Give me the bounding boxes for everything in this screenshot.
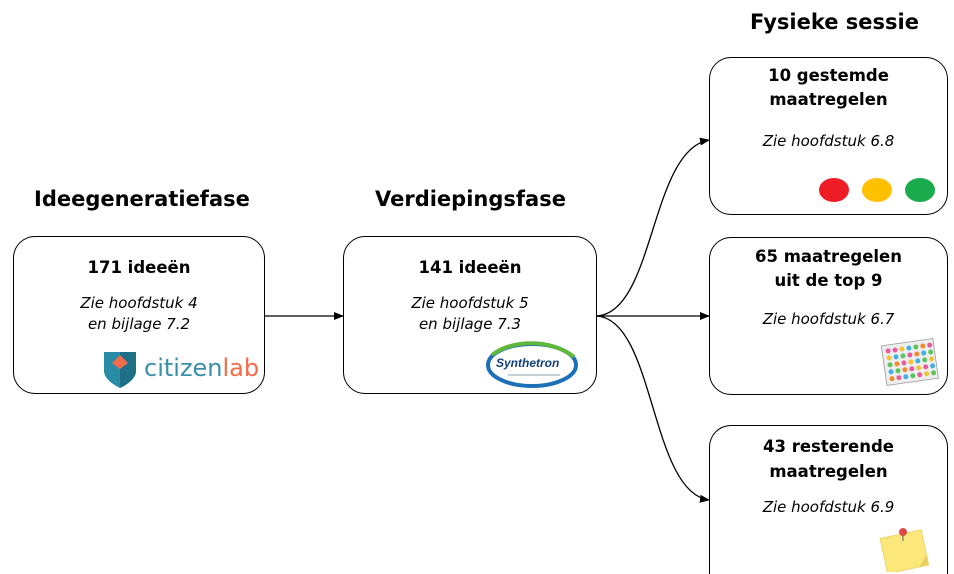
voted-measures-title-line1: 10 gestemde bbox=[768, 66, 889, 85]
traffic-light-dots-icon bbox=[819, 178, 935, 202]
remaining-measures-title-line2: maatregelen bbox=[769, 462, 888, 481]
remaining-measures-title-line1: 43 resterende bbox=[762, 437, 894, 456]
heading-ideation-phase: Ideegeneratiefase bbox=[34, 187, 250, 211]
citizenlab-shield-icon bbox=[104, 352, 136, 388]
synthetron-logo: Synthetron bbox=[482, 339, 582, 389]
green-dot-icon bbox=[905, 178, 935, 202]
deepening-reference-line1: Zie hoofdstuk 5 bbox=[411, 294, 529, 312]
citizenlab-logo: citizenlab bbox=[102, 349, 262, 391]
citizenlab-wordmark: citizenlab bbox=[144, 354, 259, 382]
remaining-measures-reference: Zie hoofdstuk 6.9 bbox=[762, 498, 895, 516]
synthetron-ring-icon bbox=[486, 341, 578, 388]
arrow-deepening-to-voted bbox=[596, 137, 710, 317]
heading-physical-session: Fysieke sessie bbox=[750, 10, 919, 34]
top9-measures-reference: Zie hoofdstuk 6.7 bbox=[762, 310, 895, 328]
arrow-deepening-to-remaining bbox=[596, 315, 710, 503]
ideation-reference-line1: Zie hoofdstuk 4 bbox=[80, 294, 198, 312]
deepening-box: 141 ideeën Zie hoofdstuk 5 en bijlage 7.… bbox=[343, 236, 597, 394]
voted-measures-box: 10 gestemde maatregelen Zie hoofdstuk 6.… bbox=[709, 57, 948, 215]
heading-deepening-phase: Verdiepingsfase bbox=[375, 187, 566, 211]
voted-measures-title-line2: maatregelen bbox=[769, 90, 888, 109]
remaining-measures-box: 43 resterende maatregelen Zie hoofdstuk … bbox=[709, 425, 948, 574]
deepening-title: 141 ideeën bbox=[418, 258, 522, 277]
top9-measures-title-line2: uit de top 9 bbox=[774, 271, 883, 290]
synthetron-wordmark: Synthetron bbox=[496, 356, 560, 370]
top9-measures-title-line1: 65 maatregelen bbox=[755, 247, 902, 266]
ideation-reference-line2: en bijlage 7.2 bbox=[87, 315, 191, 333]
pinned-note-icon bbox=[879, 528, 930, 572]
ideation-title: 171 ideeën bbox=[87, 258, 191, 277]
citizenlab-wordmark-part-b: lab bbox=[222, 354, 260, 382]
ideation-box: 171 ideeën Zie hoofdstuk 4 en bijlage 7.… bbox=[13, 236, 265, 394]
top9-measures-box: 65 maatregelen uit de top 9 Zie hoofdstu… bbox=[709, 237, 948, 395]
deepening-reference-line2: en bijlage 7.3 bbox=[418, 315, 522, 333]
red-dot-icon bbox=[819, 178, 849, 202]
yellow-dot-icon bbox=[862, 178, 892, 202]
citizenlab-wordmark-part-a: citizen bbox=[144, 354, 223, 382]
voted-measures-reference: Zie hoofdstuk 6.8 bbox=[762, 132, 895, 150]
sticker-sheets-icon bbox=[880, 338, 939, 386]
